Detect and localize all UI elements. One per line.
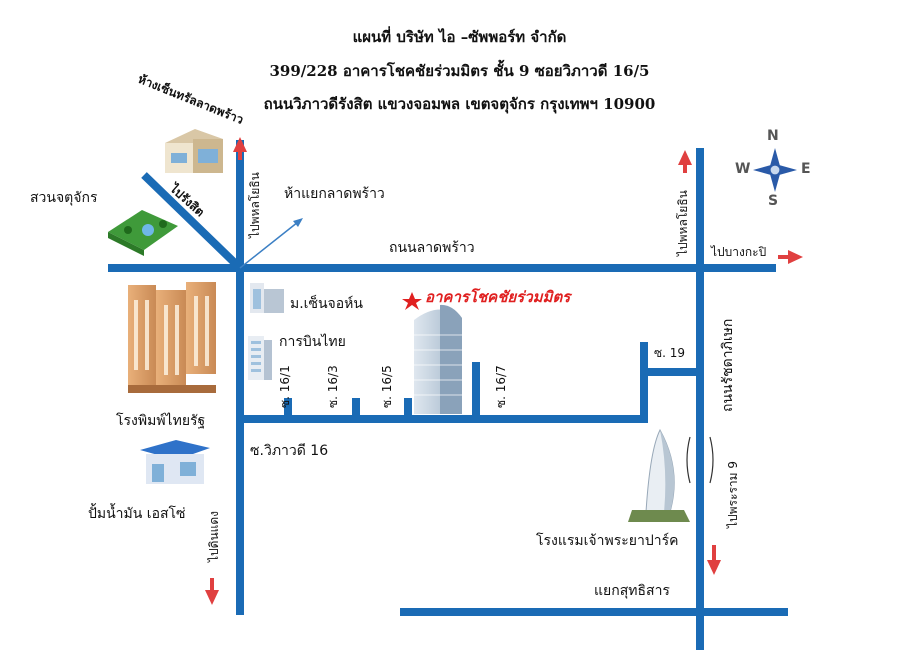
bridge-left-icon [686, 436, 691, 484]
compass-icon [753, 148, 797, 192]
ha-yaek-pointer [239, 221, 299, 269]
m-sen-jorhor-building-icon [250, 283, 284, 313]
thai-rath-press-label: โรงพิมพ์ไทยรัฐ [116, 413, 206, 429]
to-phra-ram-9-label: ไปพระราม 9 [726, 461, 740, 528]
address-line-2: ถนนวิภาวดีรังสิต แขวงจอมพล เขตจตุจักร กร… [263, 95, 656, 113]
arrow-up-icon [678, 150, 692, 165]
m-sen-jorhor-label: ม.เซ็นจอห์น [290, 296, 363, 312]
to-bangkapi-label: ไปบางกะปิ [711, 245, 767, 259]
to-din-daeng-label: ไปดินแดง [207, 510, 221, 562]
arrow-down-stem [210, 578, 214, 592]
star-marker-icon [402, 292, 422, 310]
compass-w: W [735, 161, 751, 177]
chatuchak-park-label: สวนจตุจักร [30, 190, 98, 206]
soi-19-label: ซ. 19 [654, 346, 686, 360]
roads [108, 140, 788, 650]
thai-airways-label: การบินไทย [279, 334, 346, 350]
soi-vibhavadi-16-label: ซ.วิภาวดี 16 [250, 443, 329, 459]
suthisarn-intersection-label: แยกสุทธิสาร [594, 583, 670, 599]
arrow-right-icon [788, 250, 803, 264]
arrow-up-icon [233, 137, 247, 152]
arrow-down-stem [712, 545, 716, 561]
ratchadaphisek-label: ถนนรัชดาภิเษก [720, 318, 736, 412]
soi-16-1-label: ซ. 16/1 [278, 365, 292, 408]
soi-16-3-label: ซ. 16/3 [326, 365, 340, 408]
soi-16-7-label: ซ. 16/7 [494, 365, 508, 408]
compass-e: E [801, 161, 811, 177]
soi-16-5-label: ซ. 16/5 [380, 365, 394, 408]
arrow-down-icon [707, 560, 721, 575]
arrow-right-stem [778, 255, 790, 259]
compass-s: S [768, 193, 779, 209]
chaophraya-park-hotel-label: โรงแรมเจ้าพระยาปาร์ค [536, 533, 679, 549]
thai-rath-building-icon [128, 282, 216, 393]
arrow-down-icon [205, 590, 219, 605]
to-phahon-right-label: ไปพหลโยธิน [676, 190, 690, 256]
to-phahon-label: ไปพหลโยธิน [248, 172, 262, 238]
chokchai-building-label: อาคารโชคชัยร่วมมิตร [425, 288, 571, 306]
map-title: แผนที่ บริษัท ไอ –ซัพพอร์ท จำกัด [352, 28, 567, 46]
hotel-icon [628, 428, 690, 522]
chokchai-tower-icon [414, 304, 462, 414]
address-line-1: 399/228 อาคารโชคชัยร่วมมิตร ชั้น 9 ซอยวิ… [269, 62, 650, 80]
arrow-up-stem [683, 163, 687, 173]
direction-arrows [205, 137, 803, 605]
road-to-rangsit [141, 172, 243, 271]
arrow-head-icon [293, 218, 303, 227]
thai-airways-building-icon [248, 336, 272, 380]
central-mall-icon [165, 129, 223, 173]
ha-yaek-ladprao-label: ห้าแยกลาดพร้าว [284, 186, 385, 202]
compass-n: N [767, 128, 779, 144]
park-icon [108, 210, 178, 256]
gas-station-icon [140, 440, 210, 484]
arrow-up-stem [238, 150, 242, 160]
ladprao-road-label: ถนนลาดพร้าว [389, 240, 475, 256]
bridge-right-icon [709, 436, 714, 484]
gas-station-label: ปั้มน้ำมัน เอสโซ่ [88, 506, 186, 522]
